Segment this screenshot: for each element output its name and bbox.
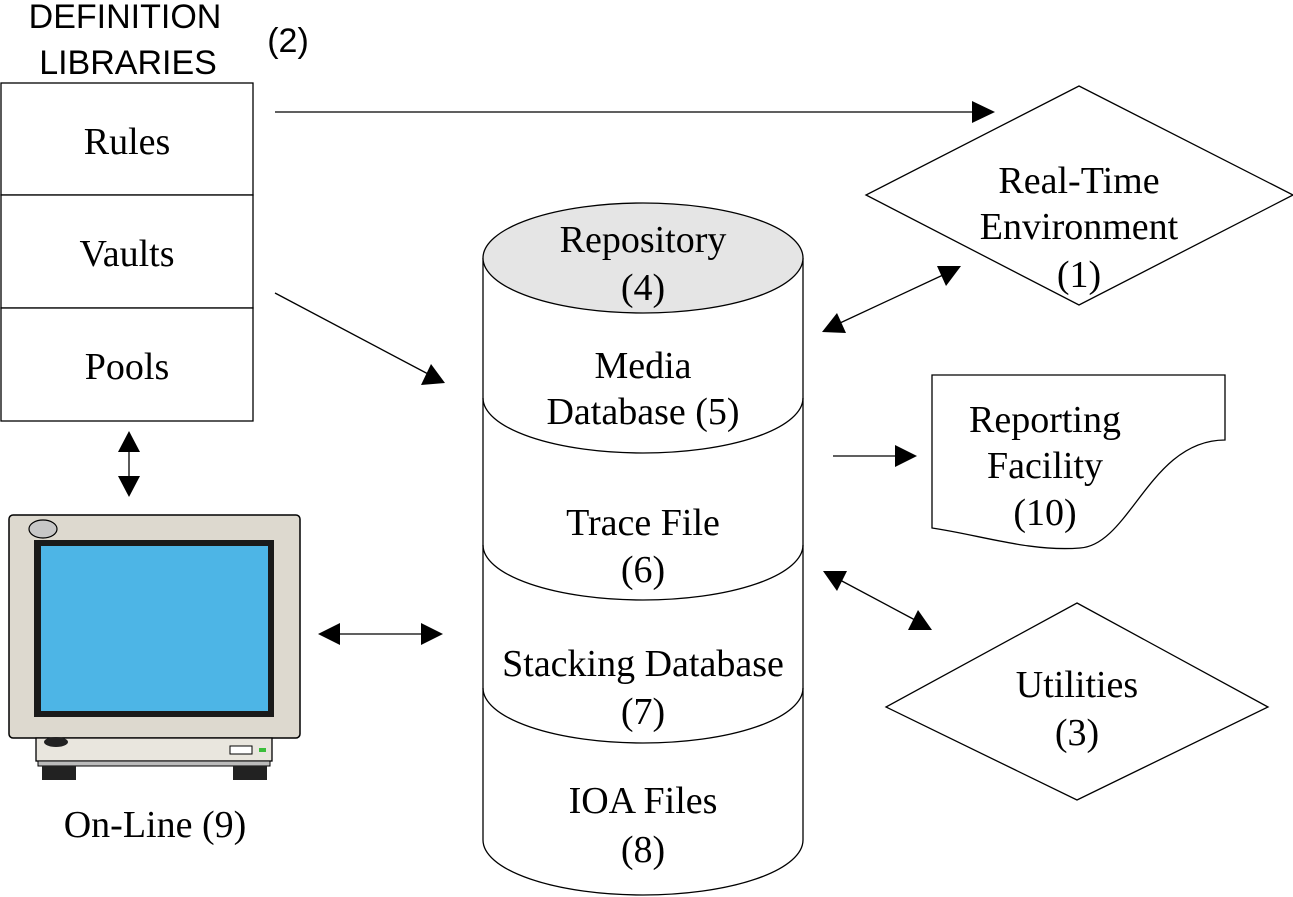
trace-file-line2: (6) — [621, 549, 665, 591]
segment-divider — [482, 687, 804, 744]
reporting-line1: Reporting — [969, 399, 1121, 441]
libraries-title-line2: LIBRARIES — [39, 44, 217, 82]
monitor-power-led-icon — [28, 519, 58, 539]
arrow-libraries-to-repository — [274, 292, 431, 376]
repository-label: Repository — [560, 219, 727, 261]
arrow-head — [822, 313, 846, 333]
real-time-line1: Real-Time — [998, 160, 1159, 202]
arrow-repository-realtime — [839, 274, 944, 324]
arrow-head — [421, 623, 443, 645]
segment-divider — [482, 544, 804, 601]
monitor-screen — [41, 546, 268, 711]
arrow-head — [972, 101, 995, 123]
segment-divider — [482, 397, 804, 454]
utilities[interactable]: Utilities (3) — [884, 602, 1270, 801]
online-label: On-Line (9) — [64, 804, 247, 846]
media-database-line2: Database (5) — [546, 391, 739, 433]
utilities-diamond[interactable] — [884, 602, 1270, 801]
drive-slot-icon — [229, 745, 253, 755]
repository-cylinder: Repository (4) Media Database (5) Trace … — [482, 202, 804, 896]
libraries-number: (2) — [267, 22, 309, 60]
arrow-head — [318, 623, 340, 645]
monitor-stand-bar — [37, 760, 271, 767]
arrow-head — [895, 445, 917, 467]
utilities-line1: Utilities — [1016, 664, 1138, 706]
library-rules-box[interactable] — [0, 82, 254, 196]
library-rules-label: Rules — [84, 121, 171, 163]
real-time-environment[interactable]: Real-Time Environment (1) — [864, 85, 1293, 306]
monitor-foot-left — [44, 737, 68, 747]
reporting-document-shape[interactable] — [931, 374, 1226, 550]
library-pools-box[interactable] — [0, 307, 254, 422]
stacking-database-line1: Stacking Database — [502, 643, 784, 685]
stacking-database-line2: (7) — [621, 691, 665, 733]
drive-led-icon — [259, 748, 266, 752]
reporting-line3: (10) — [1013, 492, 1076, 534]
arrow-head — [823, 571, 847, 591]
reporting-facility[interactable]: Reporting Facility (10) — [931, 374, 1226, 550]
utilities-line2: (3) — [1055, 712, 1099, 754]
ioa-files-line1: IOA Files — [569, 780, 718, 822]
arrow-head — [421, 364, 445, 385]
ioa-files-line2: (8) — [621, 829, 665, 871]
connectors — [118, 101, 995, 645]
real-time-diamond[interactable] — [864, 85, 1293, 306]
trace-file-line1: Trace File — [566, 502, 720, 544]
online-monitor[interactable]: On-Line (9) — [8, 514, 301, 846]
repository-top[interactable] — [482, 202, 804, 314]
real-time-line3: (1) — [1057, 254, 1101, 296]
definition-libraries: DEFINITION LIBRARIES (2) Rules Vaults Po… — [0, 0, 309, 422]
library-vaults-label: Vaults — [80, 233, 175, 275]
real-time-line2: Environment — [980, 206, 1179, 248]
monitor-stand-foot-right — [233, 766, 267, 780]
arrow-head — [937, 266, 961, 286]
reporting-line2: Facility — [987, 445, 1103, 487]
arrow-head — [908, 610, 932, 630]
arrow-head — [118, 431, 140, 452]
monitor-stand-foot-left — [42, 766, 76, 780]
arrow-repository-utilities — [839, 579, 916, 621]
library-pools-label: Pools — [85, 346, 169, 388]
repository-number: (4) — [621, 267, 665, 309]
library-vaults-box[interactable] — [0, 194, 254, 309]
arrow-head — [118, 476, 140, 497]
libraries-title-line1: DEFINITION — [29, 0, 222, 36]
media-database-line1: Media — [594, 345, 691, 387]
